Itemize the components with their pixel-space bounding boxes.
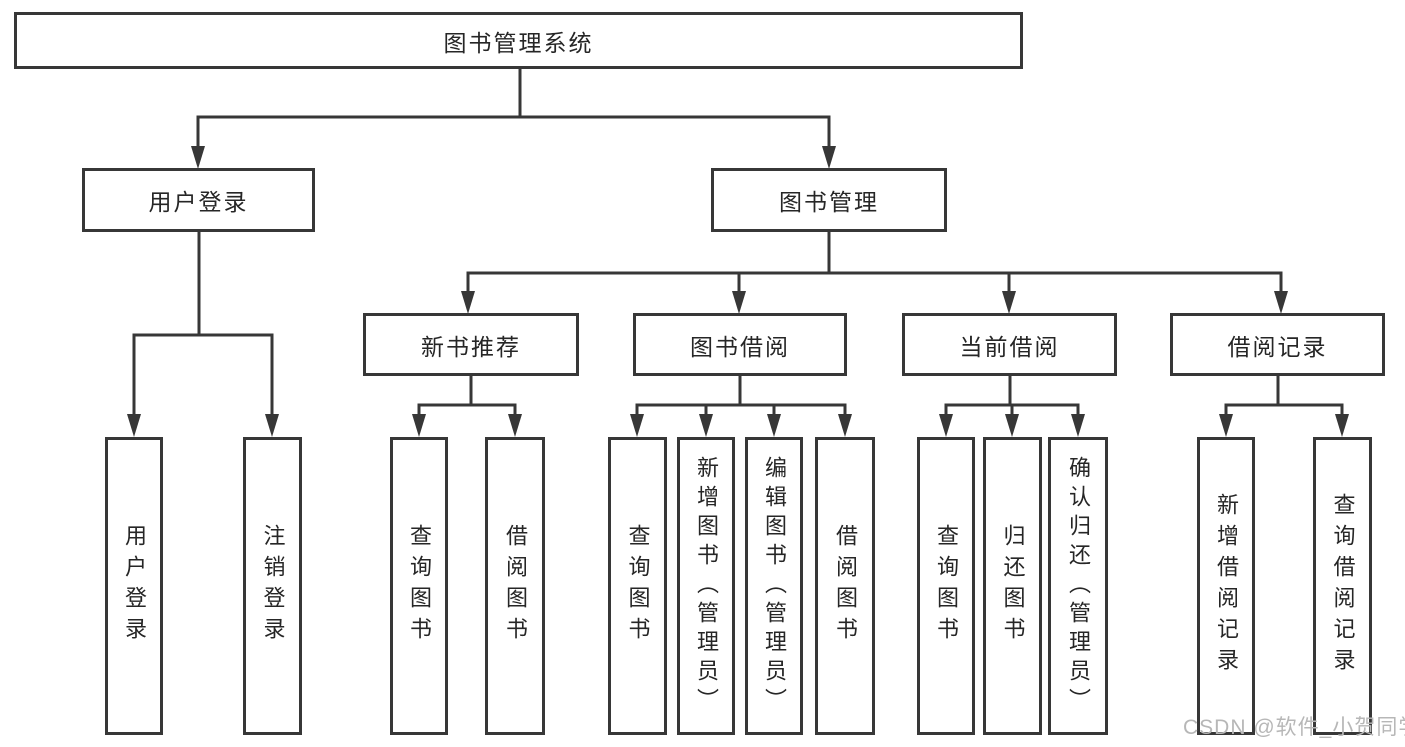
leaf-edit-books-admin: 编辑图书（管理员） <box>745 437 803 735</box>
node-library-management-system: 图书管理系统 <box>14 12 1023 69</box>
connector-management-to-level3 <box>466 229 1283 295</box>
connector-login-to-children <box>132 229 274 418</box>
connector-root-to-level2 <box>196 67 831 150</box>
connector-recommend-to-children <box>417 373 517 418</box>
node-book-borrowing: 图书借阅 <box>633 313 847 376</box>
leaf-add-books-admin: 新增图书（管理员） <box>677 437 735 735</box>
leaf-query-books-recommend: 查询图书 <box>390 437 448 735</box>
node-current-borrowing: 当前借阅 <box>902 313 1117 376</box>
leaf-query-books-borrow: 查询图书 <box>608 437 667 735</box>
connector-borrow-to-children <box>635 373 847 418</box>
leaf-borrow-books: 借阅图书 <box>815 437 875 735</box>
arrowhead-icons <box>127 146 1349 437</box>
leaf-logout: 注销登录 <box>243 437 302 735</box>
node-borrowing-records: 借阅记录 <box>1170 313 1385 376</box>
leaf-query-borrow-record: 查询借阅记录 <box>1313 437 1372 735</box>
leaf-borrow-books-recommend: 借阅图书 <box>485 437 545 735</box>
leaf-confirm-return-admin: 确认归还（管理员） <box>1048 437 1108 735</box>
connector-current-to-children <box>944 373 1080 418</box>
leaf-return-books: 归还图书 <box>983 437 1042 735</box>
leaf-user-login: 用户登录 <box>105 437 163 735</box>
node-book-management: 图书管理 <box>711 168 947 232</box>
node-user-login: 用户登录 <box>82 168 315 232</box>
node-new-book-recommendation: 新书推荐 <box>363 313 579 376</box>
leaf-query-books-current: 查询图书 <box>917 437 975 735</box>
csdn-watermark: CSDN @软件_小贺同学 <box>1183 716 1405 739</box>
leaf-add-borrow-record: 新增借阅记录 <box>1197 437 1255 735</box>
connector-records-to-children <box>1224 373 1344 418</box>
